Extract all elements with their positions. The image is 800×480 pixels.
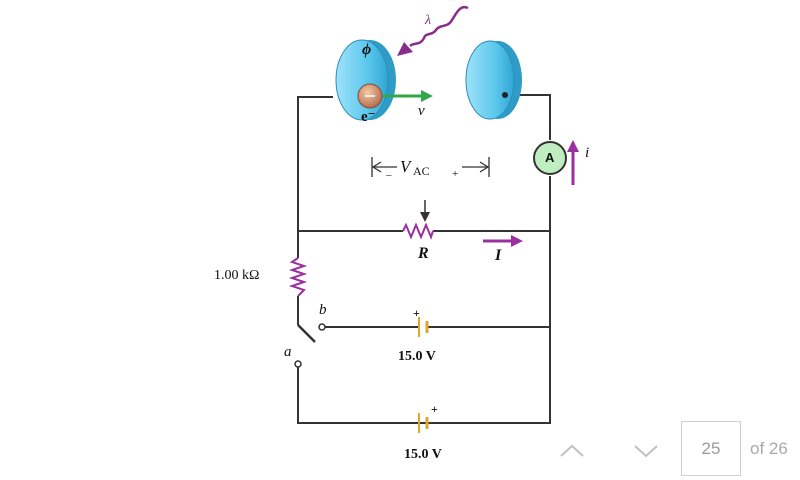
wires <box>297 94 551 424</box>
current-i-label: i <box>585 145 590 161</box>
velocity-label: v <box>418 103 425 119</box>
fixed-resistor <box>288 257 308 297</box>
velocity-arrow <box>383 90 433 102</box>
resistor-r-label: R <box>418 245 429 262</box>
next-page-button[interactable] <box>626 431 666 471</box>
current-I-arrow <box>483 235 523 247</box>
switch <box>294 323 326 368</box>
vac-plus-label: + <box>452 168 459 180</box>
battery-bottom-label: 15.0 V <box>404 447 442 462</box>
vac-indicator <box>371 157 490 177</box>
current-I-label: I <box>495 247 502 264</box>
battery-top-label: 15.0 V <box>398 349 436 364</box>
battery-top <box>418 317 429 337</box>
battery-bottom-plus: + <box>431 402 438 416</box>
prev-page-button[interactable] <box>552 431 592 471</box>
battery-top-plus: + <box>413 306 420 320</box>
lambda-label: λ <box>425 13 432 28</box>
chevron-up-icon <box>560 444 584 457</box>
vac-subscript-label: AC <box>413 164 430 178</box>
node-a-label: a <box>284 344 292 360</box>
page-number-input[interactable] <box>681 421 741 476</box>
battery-bottom <box>418 413 429 433</box>
resistor-1k-label: 1.00 kΩ <box>214 268 260 283</box>
photon-wave <box>397 5 469 56</box>
vac-minus-label: – <box>386 169 392 181</box>
electron-label: e⁻ <box>361 109 376 125</box>
electron <box>357 83 383 109</box>
chevron-down-icon <box>634 445 658 458</box>
phi-label: ϕ <box>362 41 372 58</box>
page-total-label: of 26 <box>750 439 788 458</box>
vac-label: V <box>400 157 411 176</box>
variable-resistor <box>402 200 434 240</box>
right-plate <box>465 40 522 120</box>
current-i-arrow <box>567 140 579 185</box>
node-b-label: b <box>319 302 327 318</box>
ammeter <box>533 141 567 175</box>
ammeter-label: A <box>545 150 555 165</box>
